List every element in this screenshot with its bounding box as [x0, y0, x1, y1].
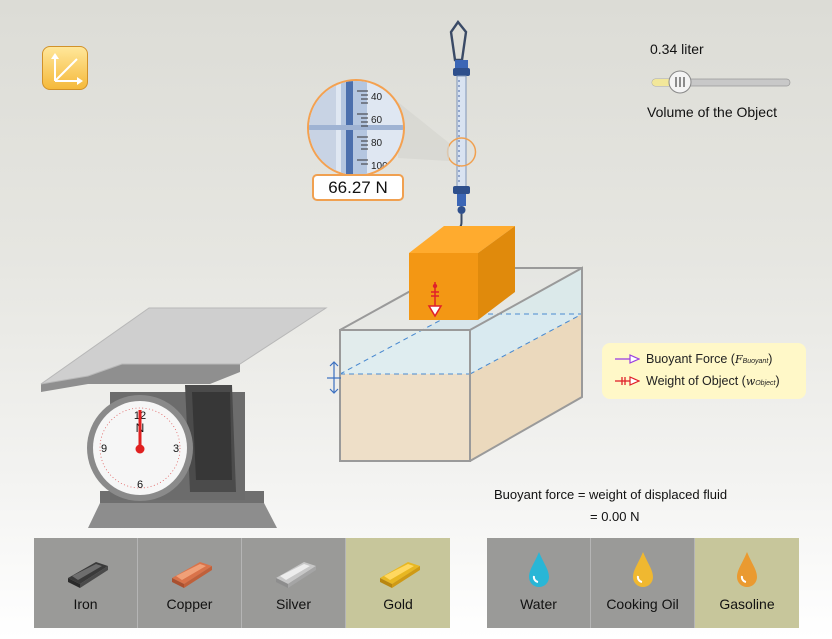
object-block[interactable] [409, 226, 515, 320]
legend-weight-of-object: Weight of Object (wObject) [614, 374, 780, 388]
material-gold-button[interactable]: Gold [346, 538, 450, 628]
material-label: Silver [275, 596, 311, 612]
gasoline-drop-icon [737, 552, 757, 587]
material-selector: Iron Copper Silver Gold [34, 538, 450, 628]
copper-bar-icon [171, 562, 212, 588]
weight-vector [427, 282, 443, 318]
spring-scale-readout: 66.27 N [312, 174, 404, 201]
gold-bar-icon [380, 562, 420, 588]
fluid-label: Cooking Oil [606, 596, 679, 612]
zoom-tick-label: 100 [371, 161, 388, 172]
dial-number: 9 [101, 443, 107, 455]
spring-scale[interactable] [446, 19, 477, 240]
axes-icon [51, 53, 83, 85]
buoyant-formula-line1: Buoyant force = weight of displaced flui… [494, 487, 728, 502]
volume-label: Volume of the Object [647, 104, 777, 120]
material-copper-button[interactable]: Copper [138, 538, 242, 628]
buoyant-arrow-icon [615, 354, 640, 364]
fluid-label: Gasoline [719, 596, 775, 612]
fluid-label: Water [520, 596, 557, 612]
dial-number: 3 [173, 443, 179, 455]
material-label: Copper [166, 596, 213, 612]
material-label: Gold [383, 596, 413, 612]
volume-slider-thumb[interactable] [668, 70, 692, 94]
material-iron-button[interactable]: Iron [34, 538, 138, 628]
axes-toggle-button[interactable] [42, 46, 88, 90]
zoom-tick-label: 80 [371, 138, 383, 149]
zoom-tick-label: 40 [371, 92, 383, 103]
spring-scale-zoom-lens: 40 60 80 100 [307, 79, 405, 177]
material-label: Iron [73, 596, 98, 612]
weighing-scale: 12 3 6 9 N [40, 307, 328, 528]
weight-arrow-icon [615, 376, 640, 386]
material-silver-button[interactable]: Silver [242, 538, 346, 628]
fluid-level-marker [327, 361, 341, 394]
fluid-gasoline-button[interactable]: Gasoline [695, 538, 799, 628]
volume-value: 0.34 liter [650, 41, 704, 57]
dial-number: 6 [137, 479, 143, 491]
force-legend: Buoyant Force (FBuoyant) Weight of Objec… [602, 343, 806, 399]
iron-bar-icon [67, 562, 108, 588]
buoyant-formula-result: = 0.00 N [590, 509, 640, 524]
fluid-cooking-oil-button[interactable]: Cooking Oil [591, 538, 695, 628]
fluid-water-button[interactable]: Water [487, 538, 591, 628]
dial-needle [138, 410, 142, 450]
silver-bar-icon [275, 562, 316, 588]
fluid-tank [327, 266, 583, 462]
fluid-selector: Water Cooking Oil Gasoline [487, 538, 799, 628]
legend-buoyant-force: Buoyant Force (FBuoyant) [614, 352, 772, 366]
volume-slider[interactable] [648, 70, 794, 94]
oil-drop-icon [632, 552, 653, 587]
zoom-tick-label: 60 [371, 115, 383, 126]
water-drop-icon [528, 552, 549, 587]
